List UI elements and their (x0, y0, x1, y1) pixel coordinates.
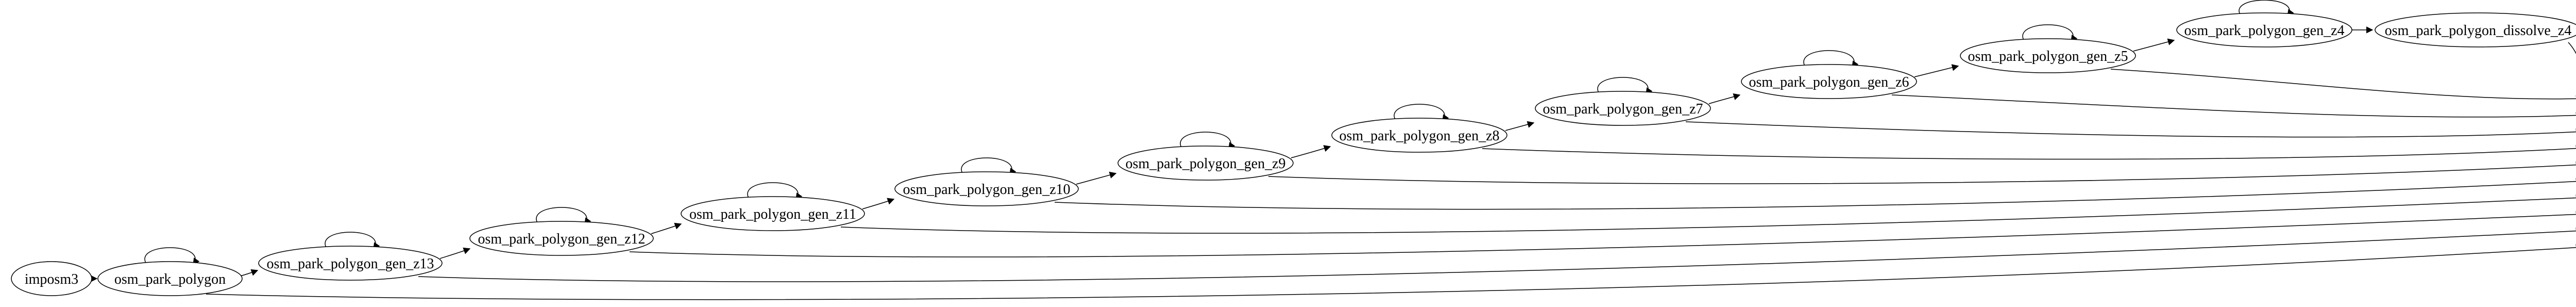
node-gen-z9-label: osm_park_polygon_gen_z9 (1125, 156, 1285, 172)
node-osm-park-polygon-gen-z9: osm_park_polygon_gen_z9 (1117, 146, 1294, 181)
node-osm-park-polygon-gen-z11: osm_park_polygon_gen_z11 (681, 196, 865, 231)
edge-osm-park-polygon-to-row-z14 (206, 244, 2576, 300)
node-osm-park-polygon-gen-z8: osm_park_polygon_gen_z8 (1331, 118, 1507, 153)
chain-edges (90, 26, 2374, 282)
self-loop-gen-z11 (747, 182, 803, 201)
edge-gen-z6-to-row-z6 (1891, 94, 2576, 119)
node-imposm3-label: imposm3 (25, 271, 78, 287)
node-osm-park-polygon-label: osm_park_polygon (114, 271, 226, 287)
edge-gen-z9-to-gen-z8 (1291, 145, 1331, 158)
edge-gen-z10-to-gen-z9 (1076, 171, 1117, 185)
node-osm-park-polygon-gen-z4: osm_park_polygon_gen_z4 (2176, 12, 2352, 47)
node-dissolve-z4-label: osm_park_polygon_dissolve_z4 (2385, 23, 2571, 39)
node-osm-park-polygon-gen-z6: osm_park_polygon_gen_z6 (1741, 64, 1917, 99)
node-osm-park-polygon-dissolve-z4: osm_park_polygon_dissolve_z4 (2375, 12, 2576, 47)
edge-gen-z9-to-row-z9 (1268, 161, 2576, 184)
node-gen-z8-label: osm_park_polygon_gen_z8 (1339, 128, 1499, 144)
edge-dissolve-z4-to-row-z4 (2568, 42, 2576, 54)
node-gen-z4-label: osm_park_polygon_gen_z4 (2184, 23, 2344, 39)
edge-gen-z12-to-gen-z11 (651, 222, 682, 234)
node-osm-park-polygon-gen-z12: osm_park_polygon_gen_z12 (469, 221, 654, 256)
self-loop-gen-z12 (536, 207, 591, 225)
table-edges (206, 42, 2576, 300)
edge-gen-z10-to-row-z10 (1054, 177, 2576, 210)
self-loop-gen-z6 (1803, 50, 1859, 69)
edge-gen-z11-to-gen-z10 (862, 198, 895, 209)
edge-gen-z7-to-gen-z6 (1708, 93, 1741, 104)
node-gen-z6-label: osm_park_polygon_gen_z6 (1749, 74, 1909, 90)
node-gen-z7-label: osm_park_polygon_gen_z7 (1543, 101, 1703, 117)
edge-gen-z8-to-row-z8 (1482, 144, 2576, 160)
self-loop-osm-park-polygon (144, 247, 200, 266)
self-loop-gen-z7 (1597, 77, 1653, 95)
node-osm-park-polygon-gen-z10: osm_park_polygon_gen_z10 (894, 171, 1079, 206)
edge-gen-z7-to-row-z7 (1685, 121, 2576, 138)
self-loop-gen-z4 (2239, 0, 2294, 17)
self-loops (144, 0, 2294, 266)
self-loop-gen-z5 (2022, 24, 2078, 43)
node-gen-z13-label: osm_park_polygon_gen_z13 (266, 256, 434, 272)
edge-gen-z5-to-gen-z4 (2133, 38, 2175, 52)
node-gen-z5-label: osm_park_polygon_gen_z5 (1968, 49, 2128, 64)
edge-gen-z8-to-gen-z7 (1505, 121, 1535, 131)
node-imposm3: imposm3 (11, 261, 92, 296)
node-osm-park-polygon-gen-z5: osm_park_polygon_gen_z5 (1960, 38, 2136, 73)
edge-gen-z5-to-row-z5 (2110, 69, 2576, 103)
self-loop-gen-z9 (1180, 132, 1235, 150)
edge-gen-z13-to-gen-z12 (439, 247, 471, 259)
node-gen-z11-label: osm_park_polygon_gen_z11 (689, 206, 856, 222)
node-osm-park-polygon: osm_park_polygon (97, 261, 243, 296)
node-osm-park-polygon-gen-z7: osm_park_polygon_gen_z7 (1535, 91, 1711, 126)
node-gen-z12-label: osm_park_polygon_gen_z12 (478, 231, 645, 247)
self-loop-gen-z13 (325, 232, 380, 250)
self-loop-gen-z10 (961, 157, 1016, 176)
edge-gen-z13-to-row-z13 (418, 227, 2576, 282)
node-gen-z10-label: osm_park_polygon_gen_z10 (903, 182, 1070, 198)
edge-gen-z6-to-gen-z5 (1914, 64, 1959, 77)
edge-osm-park-polygon-to-gen-z13 (240, 269, 259, 277)
node-osm-park-polygon-gen-z13: osm_park_polygon_gen_z13 (258, 246, 443, 281)
edge-gen-z12-to-row-z12 (629, 211, 2576, 257)
self-loop-gen-z8 (1394, 104, 1449, 122)
edge-gen-z11-to-row-z11 (840, 194, 2576, 234)
